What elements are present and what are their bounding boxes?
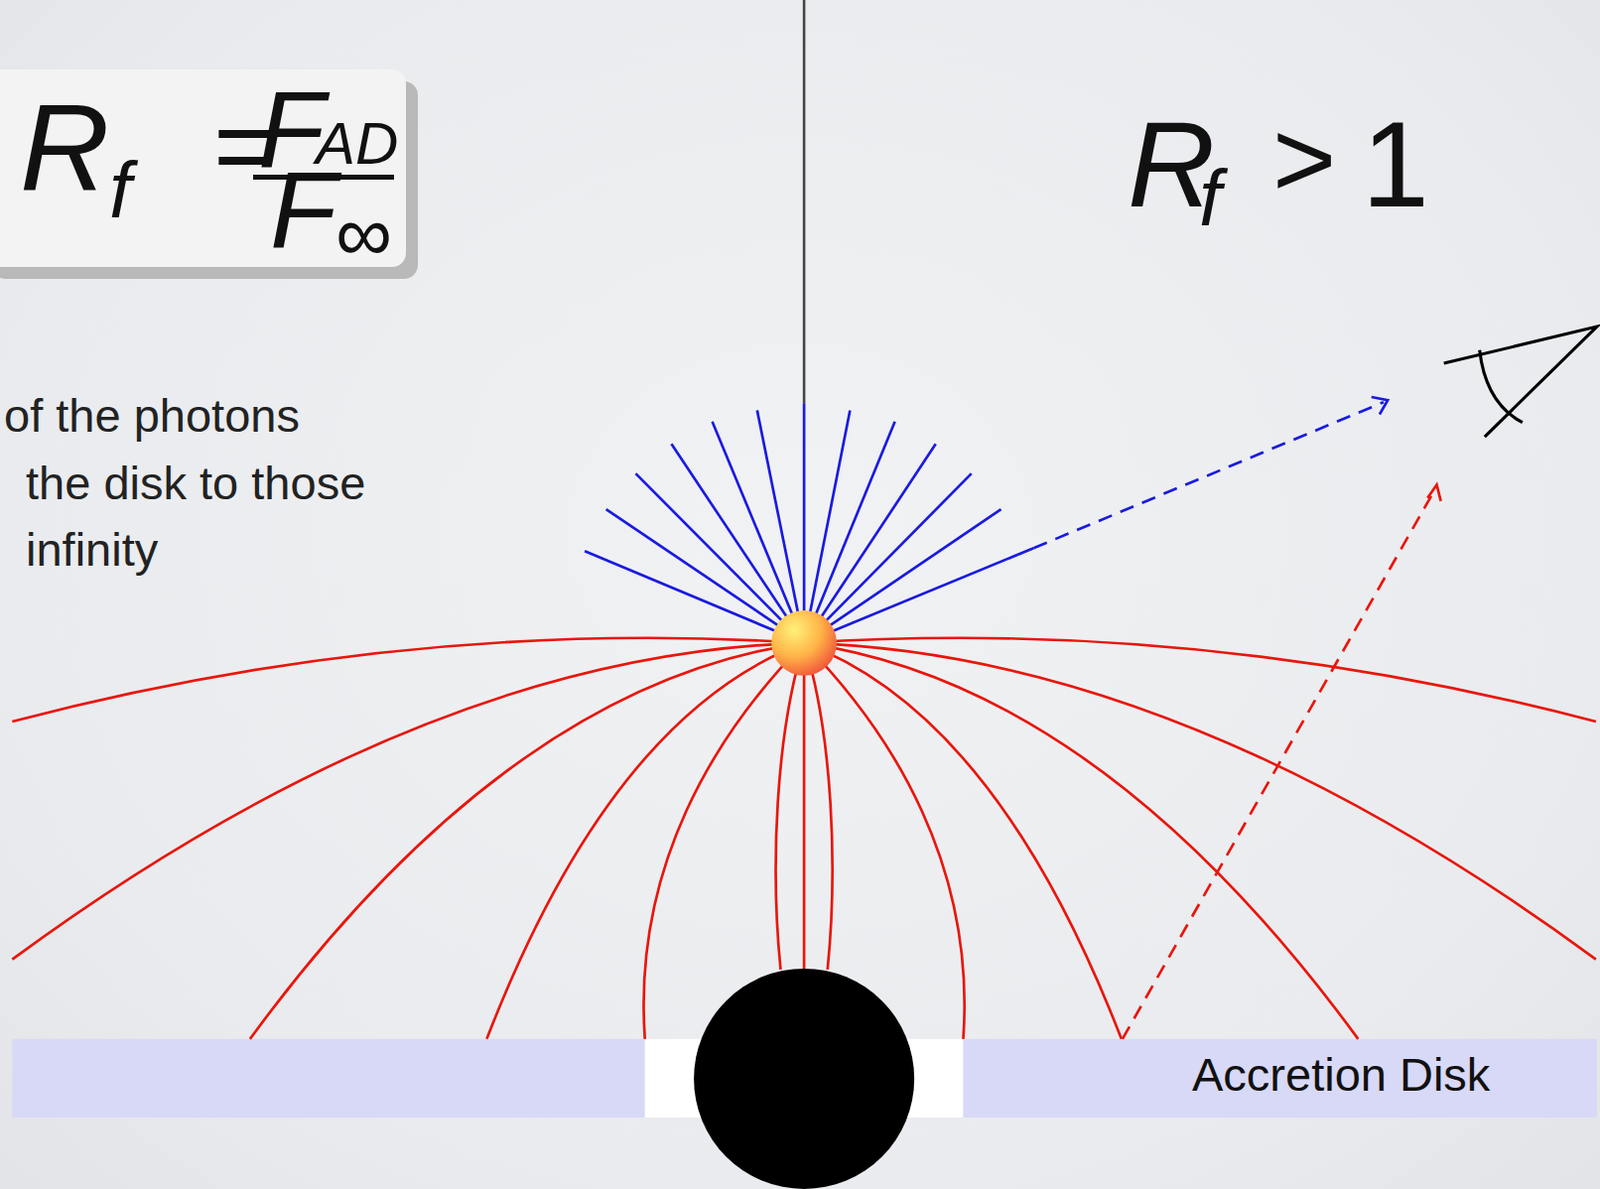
blue-rays [584, 402, 1034, 644]
axis-line [802, 0, 806, 403]
disk-band [962, 1039, 1597, 1118]
formula-term: f [109, 150, 132, 231]
ratio-subscript: f [1199, 158, 1221, 239]
red-rays [803, 638, 1597, 1040]
ratio-value: 1 [1361, 104, 1430, 226]
formula-term: R [19, 85, 110, 210]
lamppost-source [771, 610, 837, 676]
red-rays [11, 638, 804, 1040]
observer-eye [1444, 326, 1598, 437]
black-hole [693, 968, 915, 1189]
disk-label: Accretion Disk [1192, 1051, 1490, 1098]
accretion-disk-band: Accretion Disk [11, 1039, 1598, 1118]
disk-band [11, 1039, 645, 1118]
formula-term: F [269, 155, 337, 266]
description-line: the disk to those [25, 459, 366, 507]
formula-box: Rf=FADF∞ [0, 69, 406, 267]
ratio-operator: > [1272, 104, 1336, 214]
description-line: of the photons [3, 392, 300, 439]
photon-paths [1033, 397, 1441, 1040]
description-line: infinity [25, 526, 158, 573]
formula-term: ∞ [335, 194, 393, 274]
